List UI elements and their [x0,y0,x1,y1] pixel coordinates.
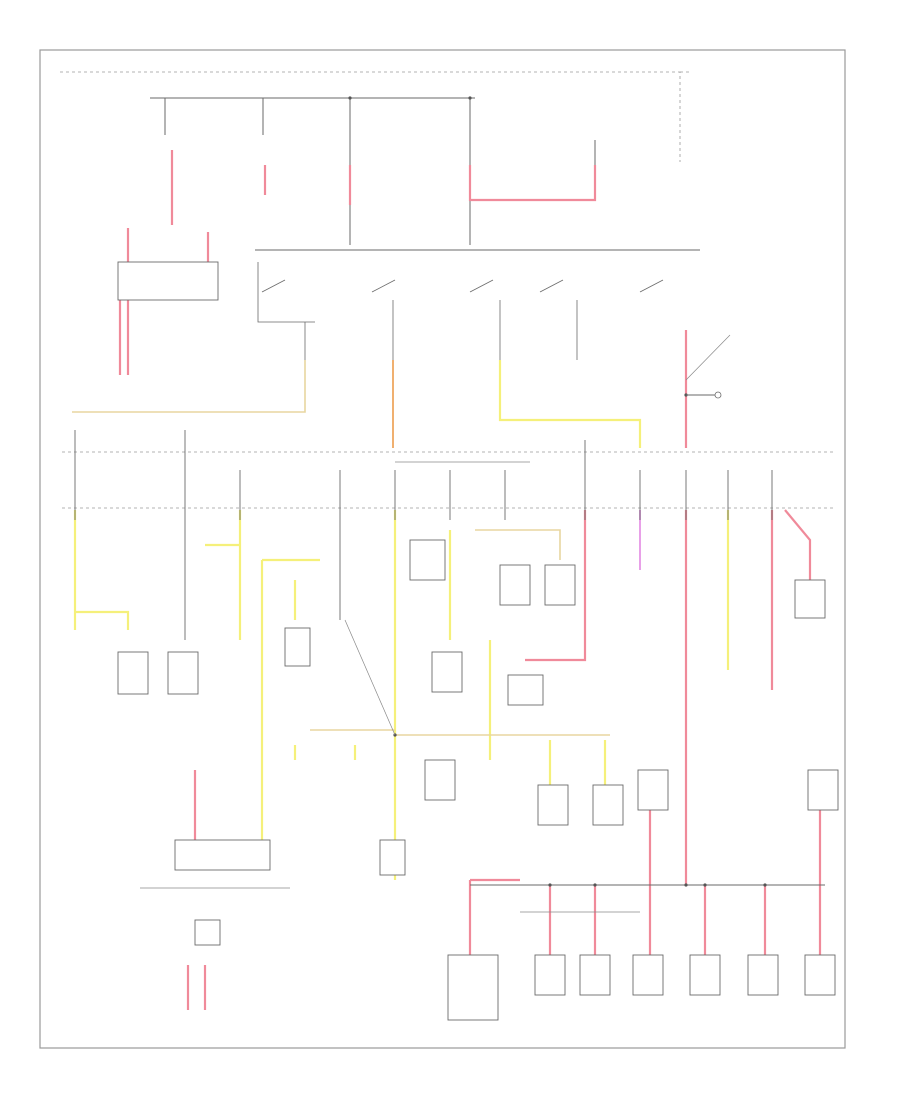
leader-line-2 [344,619,396,736]
load-box-8 [507,674,544,706]
load-box-5 [499,564,531,606]
tan-wire-2 [475,529,561,560]
module-box-10 [804,954,836,996]
load-box-3 [284,627,311,667]
module-box-2 [379,839,406,876]
red-wire-4 [468,165,597,202]
module-box-8 [689,954,721,996]
load-box-1 [117,651,149,695]
load-box-13 [794,579,826,619]
splice-dots [348,96,767,887]
component-boxes [117,261,839,1021]
load-box-2 [167,651,199,695]
switch-contacts [257,262,664,360]
module-box-1 [174,839,271,871]
load-box-4 [409,539,446,581]
load-box-6 [544,564,576,606]
red-wire-group-top [118,150,822,1010]
load-box-9 [424,759,456,801]
leader-line [685,334,731,381]
module-box-9 [747,954,779,996]
yellow-wire-1 [498,360,642,448]
load-box-11 [592,784,624,826]
tan-wire-group [72,360,610,736]
top-fuse-block-outline [60,71,681,162]
load-box-7 [431,651,463,693]
module-box-6 [579,954,611,996]
fuse-drops [74,430,773,640]
yellow-wire-3 [75,610,130,630]
connector-box-1 [117,261,219,301]
load-box-12 [637,769,669,811]
ground-terminal-icon [714,391,722,399]
red-wire-11 [525,510,587,662]
load-box-14 [807,769,839,811]
yellow-wire-group [73,360,730,880]
module-box-7 [632,954,664,996]
load-box-10 [537,784,569,826]
module-box-3 [194,919,221,946]
diagram-frame [39,49,846,1049]
tan-wire-1 [72,360,306,413]
red-wire-13 [784,509,812,580]
module-box-4 [447,954,499,1021]
module-box-5 [534,954,566,996]
